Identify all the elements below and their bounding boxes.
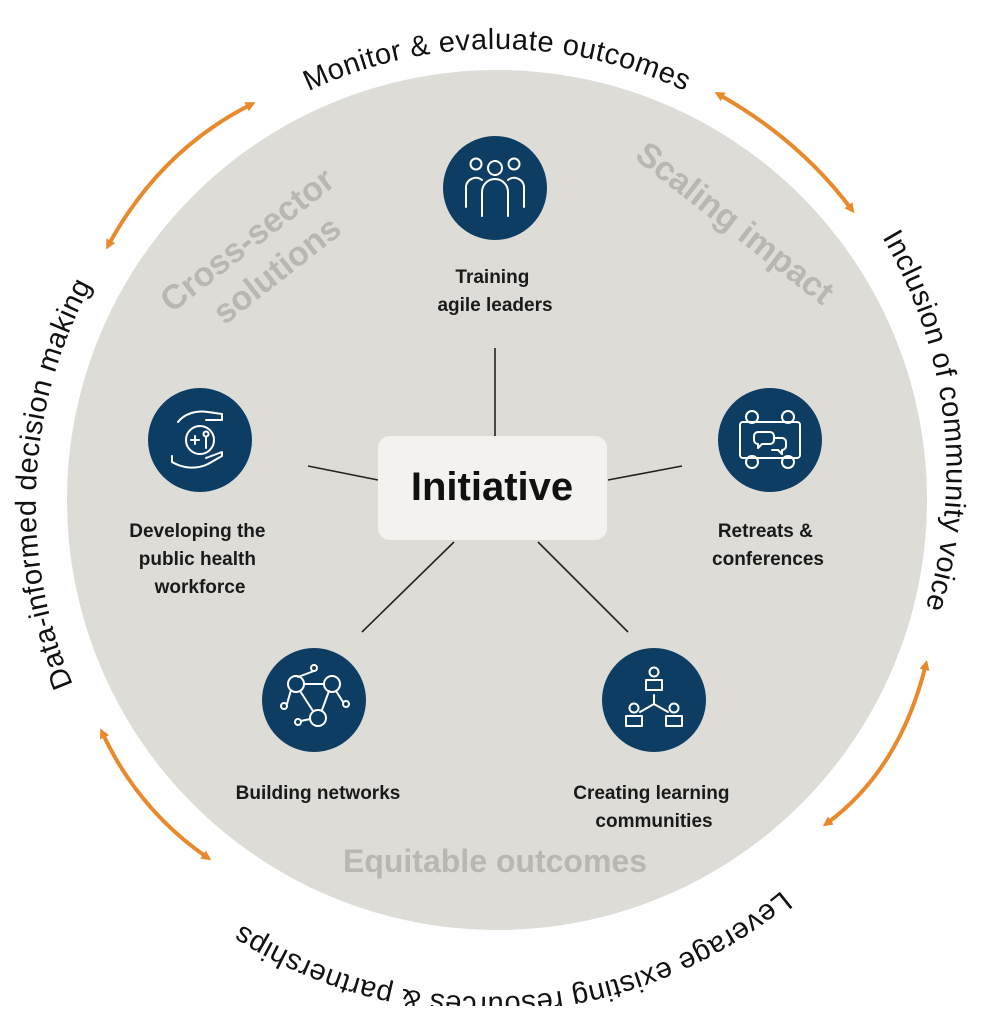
- node-training-line-2: agile leaders: [437, 295, 552, 316]
- spoke-bottom-right: [537, 541, 629, 633]
- node-training: Training agile leaders: [437, 136, 553, 316]
- arrow-bottom-left: [99, 728, 212, 861]
- svg-text:Training agile leaders: Training agile leaders: [437, 267, 552, 316]
- node-workforce-line-1: Developing the: [129, 521, 265, 542]
- arrow-top-left: [106, 102, 256, 250]
- spoke-right: [607, 465, 683, 481]
- svg-text:Developing the public he: Developing the public health workforce: [129, 521, 270, 598]
- hand-health-people-icon: [171, 410, 223, 469]
- meeting-chat-icon: [739, 410, 801, 469]
- node-networks-line-1: Building networks: [236, 783, 401, 804]
- node-training-line-1: Training: [455, 267, 529, 288]
- watermark-equitable-outcomes: Equitable outcomes: [343, 843, 647, 879]
- node-workforce: Developing the public health workforce: [129, 388, 270, 598]
- svg-text:Building networks: Building networks: [236, 783, 401, 804]
- node-retreats-line-2: conferences: [712, 549, 824, 570]
- network-people-icon: [280, 664, 350, 727]
- svg-text:Creating learning commun: Creating learning communities: [573, 783, 735, 832]
- teacher-students-icon: [625, 666, 683, 727]
- node-learning-line-1: Creating learning: [573, 783, 729, 804]
- center-label: Initiative: [411, 465, 573, 509]
- node-networks: Building networks: [236, 648, 401, 804]
- node-learning-line-2: communities: [595, 811, 712, 832]
- arrow-top-right: [714, 92, 855, 214]
- spoke-bottom-left: [361, 541, 455, 633]
- node-workforce-line-3: workforce: [154, 577, 246, 598]
- node-workforce-line-2: public health: [139, 549, 256, 570]
- node-retreats: Retreats & conferences: [712, 388, 824, 570]
- node-learning: Creating learning communities: [573, 648, 735, 832]
- node-retreats-line-1: Retreats &: [718, 521, 813, 542]
- svg-text:Retreats & conferences: Retreats & conferences: [712, 521, 824, 570]
- arrow-bottom-right: [822, 660, 930, 827]
- center-box: [378, 436, 607, 540]
- group-of-people-icon: [465, 157, 525, 217]
- spoke-left: [307, 465, 379, 481]
